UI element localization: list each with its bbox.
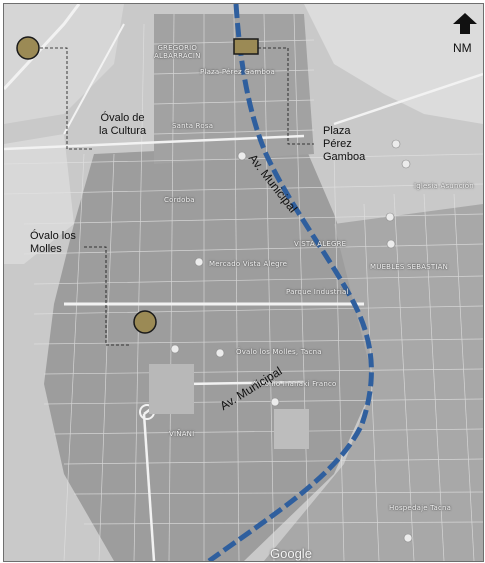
north-arrow-icon [453, 13, 477, 34]
street-label-plaza: Plaza Pérez Gamboa [200, 68, 276, 76]
annotation-plaza-perez: Plaza Pérez Gamboa [323, 125, 366, 163]
rect-marker-icon[interactable] [233, 38, 259, 55]
street-label-vista-alegre: VISTA ALEGRE [294, 240, 347, 248]
street-label-iglesia: Iglesia Asunción [414, 182, 474, 190]
street-label-gregorio: GREGORIO ALBARRACIN [154, 44, 201, 60]
urban-north [154, 14, 314, 164]
google-logo: Google [270, 546, 312, 561]
leader-lines [40, 47, 314, 346]
urban-east [264, 204, 483, 561]
circle-marker-icon[interactable] [16, 36, 40, 60]
street-label-antonio: Antonio Inanaki Franco [252, 380, 337, 388]
stadium [274, 409, 309, 449]
circle-marker-icon[interactable] [133, 310, 157, 334]
street-label-muebles: MUEBLES SEBASTIAN [370, 263, 449, 271]
desert-area-w [4, 134, 74, 264]
street-label-cordoba: Cordoba [164, 196, 195, 204]
open-area [149, 364, 194, 414]
annotation-ovalo-cultura: Óvalo de la Cultura [99, 112, 147, 137]
street-map[interactable] [4, 4, 483, 561]
map-frame: GREGORIO ALBARRACIN Plaza Pérez Gamboa S… [3, 3, 484, 562]
desert-area-nw [4, 4, 124, 124]
street-label-santa-rosa: Santa Rosa [172, 122, 214, 130]
street-label-mercado: Mercado Vista Alegre [209, 260, 288, 268]
pin-icon [170, 139, 413, 543]
street-label-ovalo-molles: Óvalo los Molles, Tacna [236, 348, 322, 356]
street-label-vinani: VIÑANI [169, 430, 195, 438]
north-label: NM [453, 41, 472, 55]
annotation-ovalo-molles: Óvalo los Molles [30, 230, 76, 255]
street-label-hospedaje: Hospedaje Tacna [389, 504, 452, 512]
street-label-parque: Parque Industrial [286, 288, 349, 296]
desert-area-ne [304, 4, 483, 124]
avenue-municipal-route [207, 4, 374, 561]
